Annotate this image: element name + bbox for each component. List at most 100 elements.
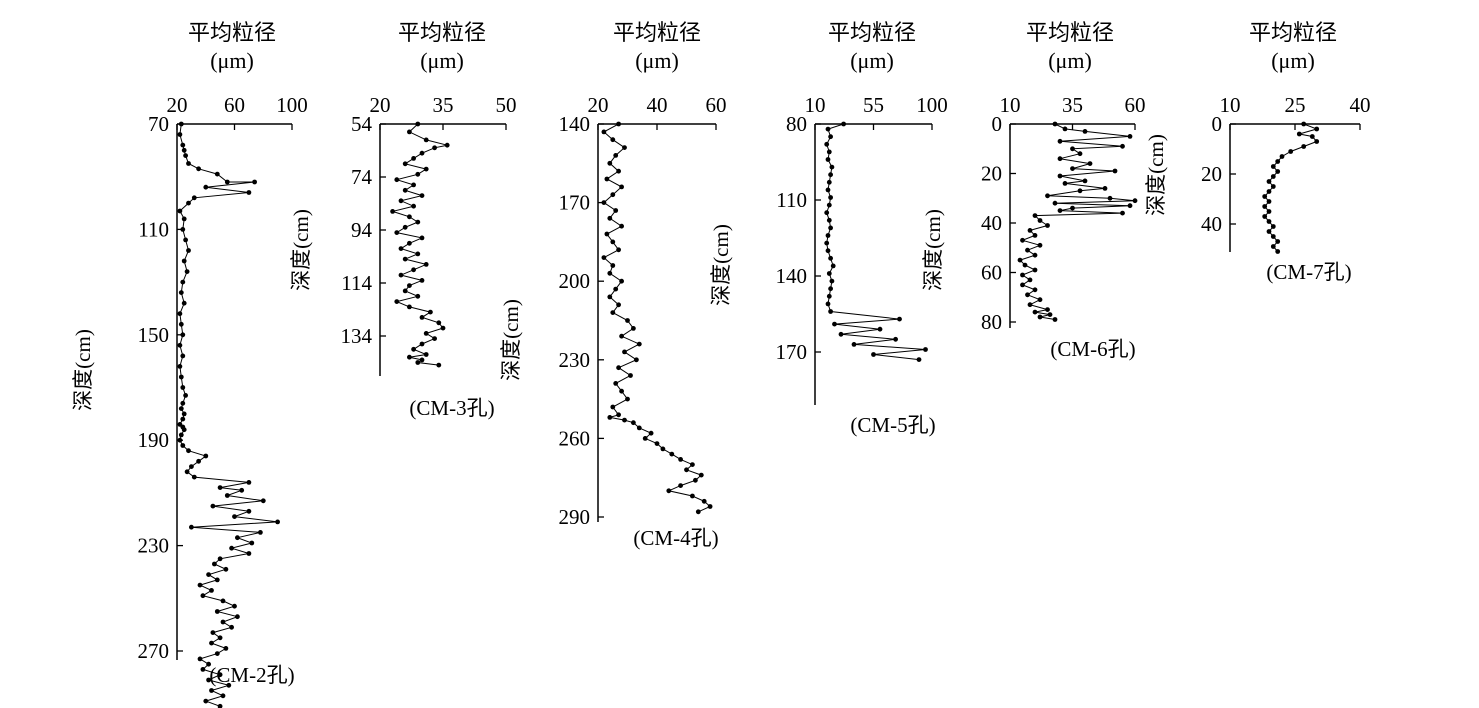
data-point xyxy=(619,388,624,394)
y-tick-label: 170 xyxy=(776,340,808,364)
data-point xyxy=(619,278,624,284)
data-point xyxy=(1127,203,1133,209)
data-point xyxy=(829,278,835,284)
data-point xyxy=(1057,156,1063,162)
data-point xyxy=(693,477,698,483)
data-point xyxy=(177,342,183,348)
data-point xyxy=(226,682,232,688)
data-point xyxy=(200,593,206,599)
data-point xyxy=(669,451,675,457)
x-tick-label: 25 xyxy=(1285,93,1306,117)
x-tick-label: 10 xyxy=(1220,93,1241,117)
data-point xyxy=(1032,287,1038,293)
data-point xyxy=(631,420,636,426)
data-point xyxy=(1120,143,1125,149)
data-point xyxy=(1032,267,1038,273)
data-point xyxy=(1262,214,1268,219)
data-point xyxy=(402,256,408,262)
data-point xyxy=(186,200,191,206)
y-tick-label: 170 xyxy=(559,191,591,215)
data-point xyxy=(184,469,190,475)
x-tick-label: 60 xyxy=(1125,93,1146,117)
panel-caption: (CM-4孔) xyxy=(633,526,718,550)
data-point xyxy=(212,561,217,567)
data-point xyxy=(407,240,412,246)
data-point xyxy=(214,609,220,614)
data-point xyxy=(1037,242,1043,248)
data-point xyxy=(444,142,450,148)
data-point xyxy=(196,458,202,464)
data-point xyxy=(1270,184,1276,189)
data-point xyxy=(826,293,832,299)
data-point xyxy=(828,309,833,314)
x-tick-label: 10 xyxy=(805,93,826,117)
data-point xyxy=(1057,173,1063,179)
data-point xyxy=(1070,146,1075,152)
data-point xyxy=(622,145,627,151)
data-point xyxy=(200,667,206,672)
data-point xyxy=(419,150,425,156)
data-point xyxy=(432,336,437,341)
data-point xyxy=(432,145,437,151)
data-point xyxy=(678,483,683,488)
data-point xyxy=(423,331,429,336)
data-point xyxy=(1025,292,1030,298)
y-tick-label: 74 xyxy=(351,165,373,189)
data-point xyxy=(625,396,630,402)
data-point xyxy=(398,198,404,204)
y-tick-label: 80 xyxy=(786,112,807,136)
data-point xyxy=(1270,164,1276,169)
data-point xyxy=(1052,317,1058,322)
x-tick-label: 40 xyxy=(647,93,668,117)
y-tick-label: 290 xyxy=(559,505,591,529)
y-tick-label: 200 xyxy=(559,269,591,293)
data-point xyxy=(841,121,846,127)
data-point xyxy=(419,278,425,283)
data-point xyxy=(407,354,412,360)
data-point xyxy=(923,347,928,352)
data-point xyxy=(235,614,240,620)
data-point xyxy=(1270,244,1276,249)
data-point xyxy=(407,214,412,220)
data-point xyxy=(258,530,263,535)
data-point xyxy=(628,373,633,378)
data-point xyxy=(229,545,235,551)
panel-title: 平均粒径 xyxy=(1249,20,1337,45)
data-point xyxy=(707,504,713,509)
data-point xyxy=(183,393,189,398)
data-point xyxy=(398,246,404,252)
data-point xyxy=(411,203,416,209)
data-point xyxy=(220,598,226,604)
x-tick-label: 20 xyxy=(167,93,188,117)
data-point xyxy=(181,300,187,306)
data-point xyxy=(415,219,421,225)
data-point xyxy=(1037,218,1043,223)
y-tick-label: 20 xyxy=(1201,162,1222,186)
data-point xyxy=(616,365,621,371)
data-point xyxy=(191,195,197,201)
x-tick-label: 35 xyxy=(433,93,454,117)
data-point xyxy=(181,216,187,222)
data-point xyxy=(1296,131,1302,137)
series-line xyxy=(179,123,278,708)
data-point xyxy=(825,233,831,238)
panel-unit: (μm) xyxy=(1271,48,1315,73)
data-point xyxy=(607,215,613,221)
panel-title: 平均粒径 xyxy=(613,20,701,45)
x-tick-label: 40 xyxy=(1350,93,1371,117)
data-point xyxy=(828,286,833,292)
data-point xyxy=(223,566,229,572)
data-point xyxy=(690,462,695,467)
data-point xyxy=(246,508,252,514)
data-point xyxy=(1309,134,1315,139)
data-point xyxy=(1314,139,1320,144)
y-tick-label: 260 xyxy=(559,426,591,450)
data-point xyxy=(832,321,837,327)
data-point xyxy=(1275,239,1281,244)
data-point xyxy=(1047,312,1053,317)
data-point xyxy=(220,693,226,699)
data-point xyxy=(186,161,191,166)
y-tick-label: 40 xyxy=(1201,212,1222,236)
data-point xyxy=(177,311,183,317)
data-point xyxy=(613,381,619,386)
